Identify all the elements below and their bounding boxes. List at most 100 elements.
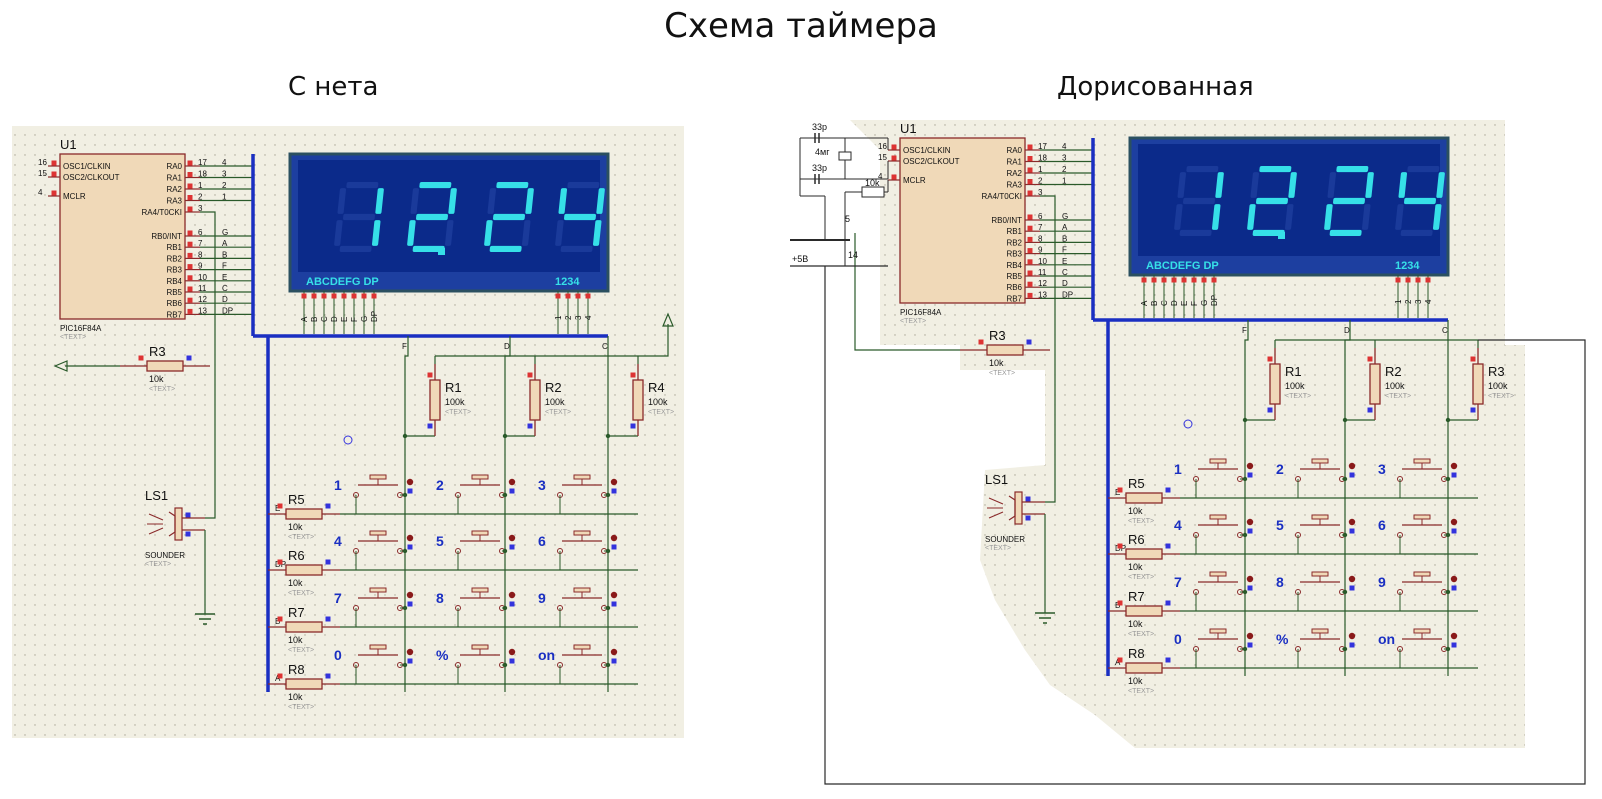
pin-marker <box>1181 277 1187 283</box>
button-indicator <box>1246 575 1254 583</box>
button-indicator <box>610 591 618 599</box>
pin-marker <box>565 293 571 299</box>
mcu-body <box>59 153 186 320</box>
display-pin-label: B <box>310 317 319 322</box>
button-cap <box>471 644 489 650</box>
segment-b <box>1436 172 1445 198</box>
mcu-pin-number: 13 <box>1038 290 1047 299</box>
mcu-pin-name: RB5 <box>166 288 182 297</box>
button-cap <box>1413 514 1431 520</box>
net-label: A <box>222 239 228 248</box>
pin-marker <box>325 503 331 509</box>
net-label: F <box>402 342 407 351</box>
origin-marker <box>1183 419 1193 429</box>
junction-dot <box>1242 417 1248 423</box>
crystal-label: 4мг <box>815 147 830 157</box>
pin-marker <box>527 372 533 378</box>
resistor-ref: R6 <box>288 548 305 563</box>
power-arrow <box>662 312 674 327</box>
mcu-pin-name: OSC1/CLKIN <box>63 162 111 171</box>
pin-marker <box>1247 472 1253 478</box>
display-pin-label: G <box>360 316 369 322</box>
pin-marker <box>978 339 984 345</box>
pin-marker <box>1025 496 1031 502</box>
wire <box>854 233 960 351</box>
mcu-pin-name: MCLR <box>903 176 926 185</box>
button-indicator <box>508 648 516 656</box>
resistor-body <box>429 379 441 421</box>
pin-marker <box>1191 277 1197 283</box>
display-segment-label: ABCDEFG DP <box>306 276 379 288</box>
text-tag: <TEXT> <box>1128 688 1154 695</box>
segment-f <box>558 188 568 214</box>
pin-marker <box>1247 585 1253 591</box>
mcu-pin-name: RB3 <box>1006 250 1022 259</box>
pin-marker <box>1395 277 1401 283</box>
mcu-pin-number: 3 <box>1038 188 1043 197</box>
resistor-ref: R1 <box>1285 364 1302 379</box>
mcu-pin-number: 16 <box>878 142 887 151</box>
button-indicator <box>406 648 414 656</box>
button-cap <box>471 587 489 593</box>
power-loop <box>824 266 1586 785</box>
pin-marker <box>1165 657 1171 663</box>
button-indicator <box>406 478 414 486</box>
pin-marker <box>321 293 327 299</box>
pin-marker <box>187 206 193 212</box>
resistor-ref: R7 <box>1128 589 1145 604</box>
wire <box>638 324 669 357</box>
junction-dot <box>402 662 408 668</box>
resistor-body <box>285 508 323 520</box>
button-indicator <box>1348 462 1356 470</box>
pin-marker <box>1027 248 1033 254</box>
mcu-pin-number: 3 <box>198 204 203 213</box>
segment-g <box>416 213 448 221</box>
display-pin-label: D <box>330 316 339 322</box>
segment-b <box>596 188 605 214</box>
segment-c <box>1432 204 1442 230</box>
mcu-pin-name: RB2 <box>166 254 182 263</box>
display-pin-label: 3 <box>1414 299 1423 304</box>
pin-marker <box>1027 236 1033 242</box>
button-indicator <box>1246 518 1254 526</box>
segment-g <box>1404 197 1436 205</box>
resistor-value: 100k <box>445 397 465 407</box>
resistor-ref: R3 <box>989 328 1006 343</box>
net-label: D <box>1344 326 1350 335</box>
net-label: 3 <box>1062 154 1067 163</box>
pin-marker <box>1026 339 1032 345</box>
segment-e <box>334 220 343 246</box>
button-cap <box>1209 571 1227 577</box>
pin-marker <box>1027 167 1033 173</box>
mcu-part: PIC16F84A <box>60 324 102 333</box>
pin-marker <box>611 601 617 607</box>
display-pin-label: G <box>1200 300 1209 306</box>
mcu-pin-number: 12 <box>198 295 207 304</box>
segment-e <box>1324 204 1333 230</box>
mcu-pin-number: 13 <box>198 306 207 315</box>
junction-dot <box>502 605 508 611</box>
pin-marker <box>1165 600 1171 606</box>
sound-wave <box>988 497 1004 505</box>
resistor-ref: R8 <box>288 662 305 677</box>
mcu-pin-number: 17 <box>1038 142 1047 151</box>
text-tag: <TEXT> <box>60 334 86 341</box>
text-tag: <TEXT> <box>1128 631 1154 638</box>
mcu-body <box>899 137 1026 304</box>
pin-marker <box>187 297 193 303</box>
segment-g <box>493 213 525 221</box>
resistor-value: 10k <box>1128 562 1143 572</box>
pin-marker <box>891 174 897 180</box>
resistor-body <box>1125 492 1163 504</box>
display-pin-label: F <box>350 317 359 322</box>
pin-marker <box>277 503 283 509</box>
mcu-pin-number: 12 <box>1038 279 1047 288</box>
sounder-cone <box>1008 495 1016 521</box>
text-tag: <TEXT> <box>545 409 571 416</box>
display-pin-label: D <box>1170 300 1179 306</box>
keypad-key-label: 3 <box>538 477 546 493</box>
junction-dot <box>1242 646 1248 652</box>
mcu-pin-number: 2 <box>1038 177 1043 186</box>
pin-marker <box>1027 259 1033 265</box>
